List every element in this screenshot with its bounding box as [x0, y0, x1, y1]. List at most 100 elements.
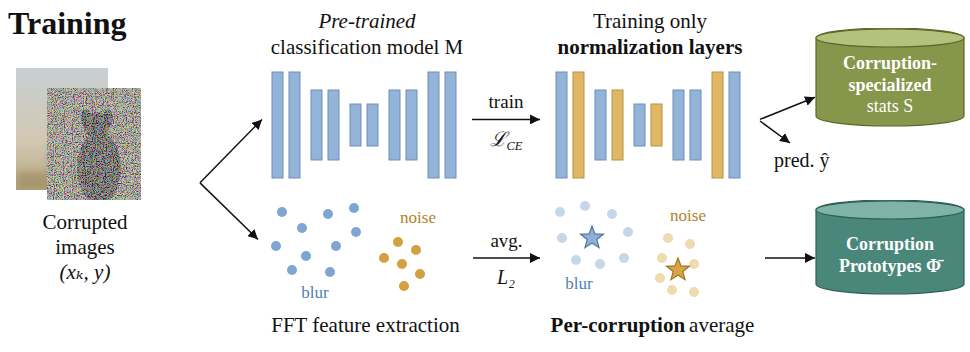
text-group: Corrupted images(xₖ, y): [20, 210, 150, 286]
network-bars: [445, 72, 456, 178]
tuned-network-bars: [634, 104, 645, 146]
blur-feature-dots: [271, 203, 361, 277]
tuned-network-bars: [651, 104, 662, 146]
noise-feature-dots: [379, 237, 425, 291]
network-bars: [328, 90, 339, 160]
edge-label: avg.: [488, 230, 524, 253]
noise-feature-dots: [379, 253, 389, 263]
prototype-average-cluster: noise blurPer-corruptionaverage: [540, 198, 765, 346]
blur-feature-dots: [301, 251, 311, 261]
blur-faded-dots: [571, 255, 581, 265]
cylinder-top: [816, 201, 964, 219]
tuned-network-bars: [595, 90, 606, 160]
text-group: Per-corruptionaverage: [540, 312, 765, 338]
noise-feature-dots: [393, 237, 403, 247]
node-label: Training only: [540, 8, 760, 34]
fft-feature-cluster: noise blurFFT feature extraction: [258, 198, 473, 346]
prediction-label: pred. ŷ: [772, 148, 832, 172]
blur-feature-dots: [297, 223, 307, 233]
node-label: noise: [658, 206, 718, 226]
tuned-network-bars: [556, 72, 740, 178]
blur-feature-dots: [277, 207, 287, 217]
network-bars: [272, 72, 283, 178]
node-label: Corrupted images: [20, 210, 150, 260]
network-bars: [350, 104, 361, 146]
tuned-network-bars: [612, 90, 623, 160]
blur-faded-dots: [623, 227, 633, 237]
blur-faded-dots: [555, 207, 565, 217]
node-label: (xₖ, y): [20, 260, 150, 285]
blur-feature-dots: [325, 267, 335, 277]
noise-faded-dots: [689, 287, 699, 297]
text-group: FFT feature extraction: [258, 312, 473, 338]
tuned-network-bars: [573, 72, 584, 178]
image-stack: Corrupted images(xₖ, y): [10, 62, 200, 290]
node-label: Corruption-specialized: [821, 53, 959, 96]
node-label: blur: [290, 283, 340, 303]
noise-faded-dots: [655, 233, 699, 297]
node-label: Corruption Prototypes Φ̄: [821, 234, 959, 277]
flow-arrow: [200, 119, 262, 182]
text-group: Training onlynormalization layers: [540, 8, 760, 61]
network-bars: [289, 72, 300, 178]
blur-faded-dots: [595, 259, 605, 269]
noise-faded-dots: [689, 259, 699, 269]
blur-faded-dots: [557, 233, 567, 243]
tuned-network-bars: [556, 72, 567, 178]
node-label: Pre-trained: [262, 8, 472, 34]
network-bars: [389, 90, 400, 160]
blur-faded-dots: [607, 209, 617, 219]
cylinder-body: [816, 28, 964, 126]
noisy-photo: [47, 88, 141, 200]
node-label: Per-corruption: [551, 312, 686, 338]
noise-feature-dots: [397, 259, 407, 269]
prediction-arrow: [760, 121, 790, 143]
blur-feature-dots: [271, 241, 281, 251]
noisy-photo: [47, 88, 141, 200]
network-bars: [272, 72, 456, 178]
blur-faded-dots: [580, 201, 590, 211]
text-group: Corruption Prototypes Φ̄: [821, 220, 959, 291]
noise-faded-dots: [663, 233, 673, 243]
text-group: blur: [554, 274, 604, 294]
node-label: normalization layers: [540, 34, 760, 60]
loss-symbol: ℒCE: [488, 127, 525, 151]
text-stack: Corruption-specializedstats S: [821, 53, 959, 118]
text-group: noise: [388, 208, 448, 228]
text-stack: Corruption Prototypes Φ̄: [821, 234, 959, 277]
blur-faded-dots: [555, 201, 633, 269]
loss-symbol: L₂: [495, 265, 517, 289]
normalization-tuned-model: Training onlynormalization layers: [540, 6, 760, 186]
text-group: Pre-trainedclassification model M: [262, 8, 472, 61]
tuned-network-bars: [729, 72, 740, 178]
noise-feature-dots: [411, 245, 421, 255]
blur-feature-dots: [323, 209, 333, 219]
symbol-main: ℒ: [490, 128, 507, 150]
network-bars: [367, 104, 378, 146]
flow-arrow: [200, 183, 258, 240]
tuned-network-bars: [690, 90, 701, 160]
symbol-subscript: CE: [507, 139, 523, 153]
prototype-stars: [581, 226, 690, 280]
prototype-cylinder: Corruption Prototypes Φ̄: [815, 200, 965, 295]
node-label: average: [689, 312, 754, 338]
prediction-arrow: [760, 121, 790, 143]
noise-faded-dots: [685, 239, 695, 249]
noise-faded-dots: [657, 253, 667, 263]
tuned-network-bars: [712, 72, 723, 178]
diagram-title: Training: [8, 4, 127, 42]
cylinder-body: [816, 200, 964, 294]
tuned-network-bars: [673, 90, 684, 160]
network-bars: [406, 90, 417, 160]
flow-arrow: [765, 257, 815, 259]
blur-feature-dots: [287, 265, 297, 275]
blur-feature-dots: [349, 203, 359, 213]
node-label: classification model M: [262, 34, 472, 60]
text-group: noise: [658, 206, 718, 226]
flow-arrow: [472, 119, 540, 121]
node-label: noise: [388, 208, 448, 228]
text-group: blur: [290, 283, 340, 303]
prototype-stars: [581, 226, 604, 248]
prototype-stars: [667, 258, 690, 280]
